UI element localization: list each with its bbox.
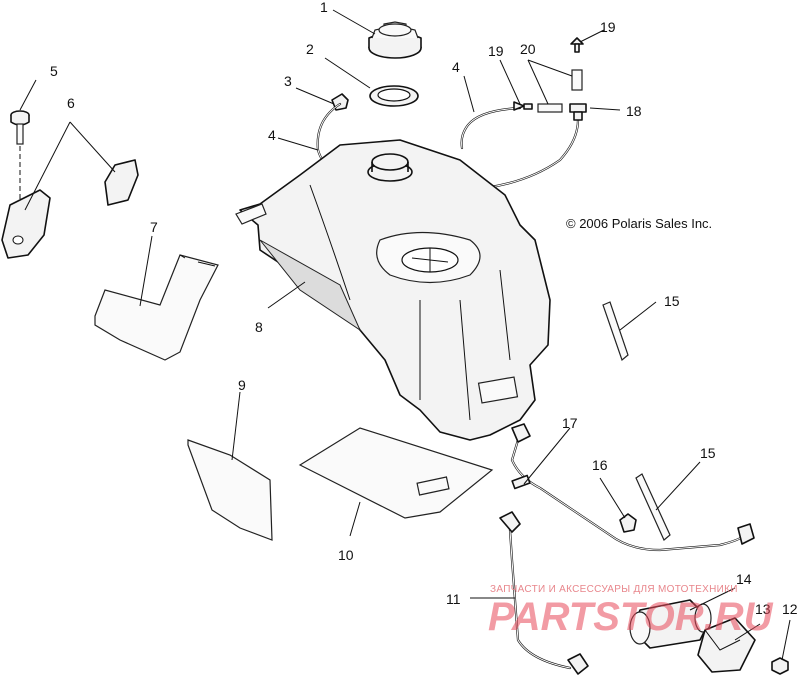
part-2-gasket [369,85,419,107]
callout-3: 3 [284,73,292,89]
tank-filler-neck [367,153,413,182]
watermark-tagline: ЗАПЧАСТИ И АКСЕССУАРЫ ДЛЯ МОТОТЕХНИКИ [490,584,738,595]
callout-15-bottom: 15 [700,445,716,461]
callout-2: 2 [306,41,314,57]
callout-12: 12 [782,601,798,617]
callout-4-right: 4 [452,59,460,75]
callout-14: 14 [736,571,752,587]
callout-6: 6 [67,95,75,111]
part-16-grommet [619,513,637,533]
callout-labels: 1 2 3 4 4 5 6 7 8 9 10 11 12 13 14 15 15… [50,0,798,617]
callout-7: 7 [150,219,158,235]
callout-18: 18 [626,103,642,119]
part-15-strap [602,301,671,541]
part-13-filter-bracket [697,617,756,673]
callout-13: 13 [755,601,771,617]
part-10-tank-pad [298,427,494,519]
callout-1: 1 [320,0,328,15]
callout-9: 9 [238,377,246,393]
part-9-pad [187,439,273,541]
part-6-bracket [1,159,139,259]
part-11-fuel-line [499,511,589,675]
callout-10: 10 [338,547,354,563]
part-7-foam-pad [94,254,219,361]
callout-17: 17 [562,415,578,431]
part-19-check-valve [513,37,584,111]
callout-19-right: 19 [600,19,616,35]
callout-8: 8 [255,319,263,335]
callout-20: 20 [520,41,536,57]
watermark-logo: PARTSTOR.RU [488,595,774,639]
part-18-tee-fitting [569,103,587,121]
part-20-hose-piece [537,69,583,113]
part-17-fuel-line [510,423,755,552]
part-12-nut [771,657,789,675]
part-5-bolt [10,110,30,200]
callout-11: 11 [446,591,461,607]
leader-lines [19,9,791,661]
part-14-fuel-filter [629,599,712,649]
callout-19-left: 19 [488,43,504,59]
part-8-fuel-tank [235,139,551,441]
callout-4-left: 4 [268,127,276,143]
callout-16: 16 [592,457,608,473]
watermark: ЗАПЧАСТИ И АКСЕССУАРЫ ДЛЯ МОТОТЕХНИКИ PA… [488,584,774,639]
copyright-notice: © 2006 Polaris Sales Inc. [566,216,712,231]
part-1-fuel-cap [368,21,422,59]
callout-5: 5 [50,63,58,79]
callout-15-top: 15 [664,293,680,309]
